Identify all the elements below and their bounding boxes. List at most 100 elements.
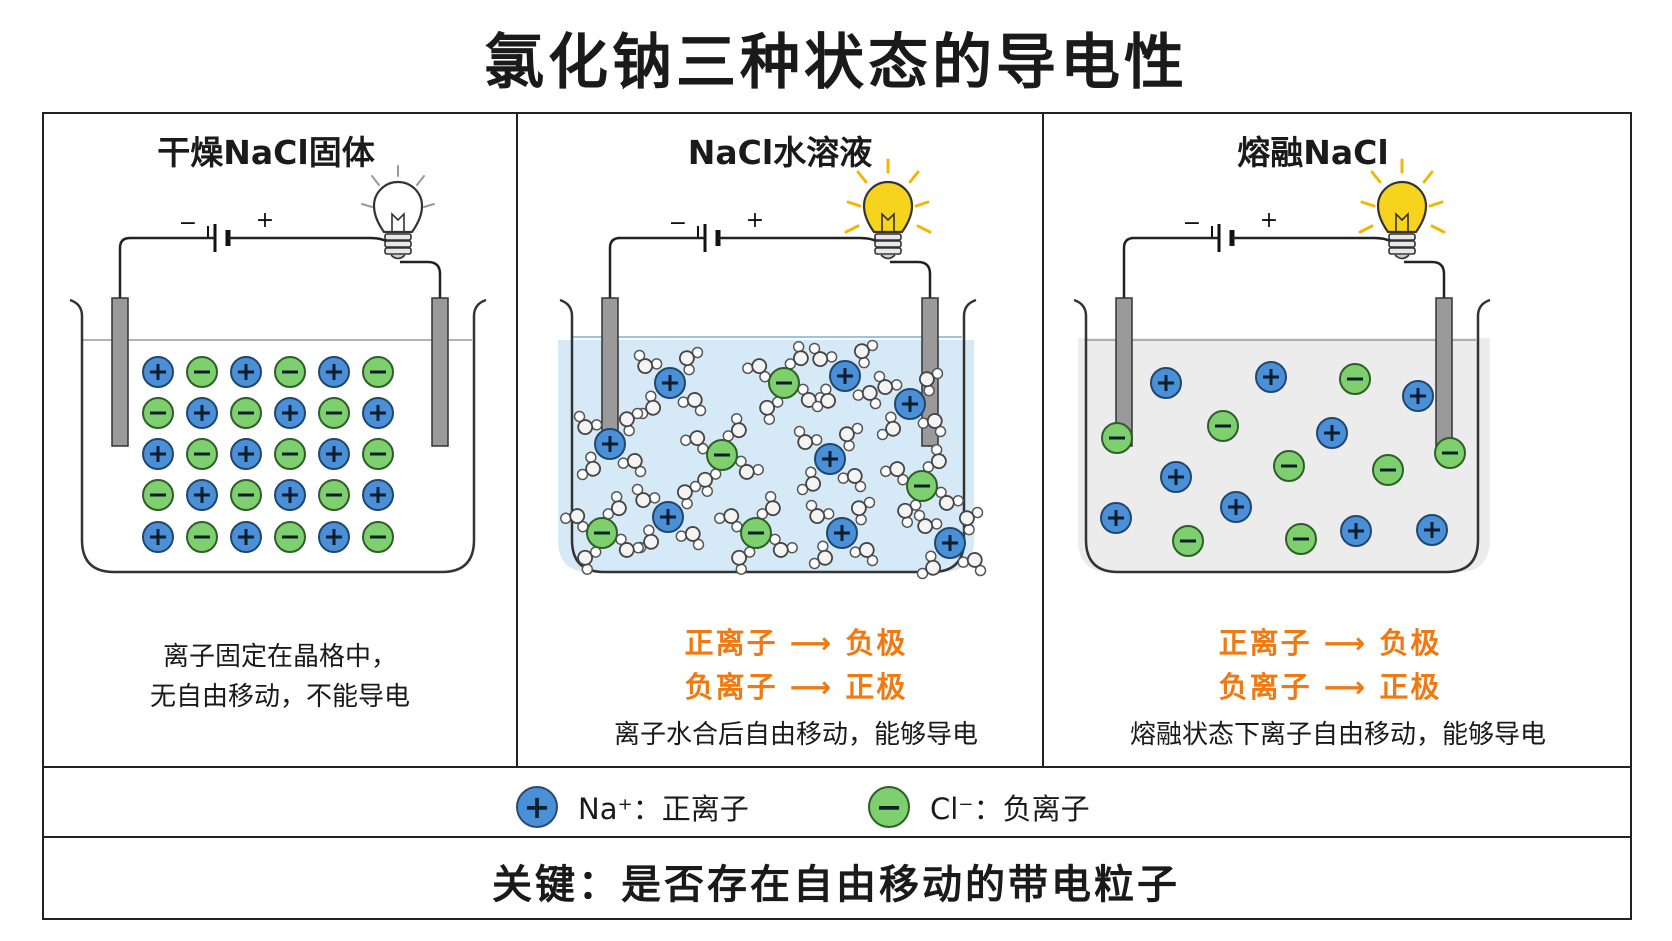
anion-icon [273, 437, 307, 471]
anion-icon [361, 355, 395, 389]
anion-icon [185, 437, 219, 471]
cation-icon [141, 520, 175, 554]
electrode-right [431, 297, 449, 447]
wire [1404, 260, 1446, 298]
panel-drawing-1: −+ [557, 158, 992, 585]
cation-icon [361, 478, 395, 512]
panel-title-solution: NaCl水溶液 [687, 133, 873, 172]
cation-icon [653, 366, 687, 400]
anion-icon [705, 438, 739, 472]
key-point: 关键：是否存在自由移动的带电粒子 [492, 862, 1180, 908]
anion-icon [141, 396, 175, 430]
anion-icon [185, 355, 219, 389]
anion-icon [273, 355, 307, 389]
battery-minus-label: − [1183, 211, 1201, 236]
anion-icon [1171, 524, 1205, 558]
anion-icon [1100, 421, 1134, 455]
cation-icon [1401, 379, 1435, 413]
panel-divider [1042, 112, 1044, 766]
wire [890, 260, 932, 298]
anion-icon [739, 516, 773, 550]
cation-icon [1315, 416, 1349, 450]
caption-solution: 离子水合后自由移动，能够导电 [613, 720, 978, 750]
caption-molten: 熔融状态下离子自由移动，能够导电 [1129, 720, 1546, 750]
battery-plus-label: + [256, 208, 274, 233]
cation-icon [825, 516, 859, 550]
legend-item-cation: + Na⁺：正离子 [516, 782, 749, 832]
panel-title-solid: 干燥NaCl固体 [157, 133, 375, 172]
wire [400, 260, 442, 298]
wire [118, 236, 215, 300]
legend-item-anion: − Cl⁻：负离子 [868, 782, 1090, 832]
anion-icon [1371, 453, 1405, 487]
lit-bulb-icon [1376, 180, 1428, 234]
beaker [559, 298, 977, 574]
electrode-left [111, 297, 129, 447]
cation-icon [141, 355, 175, 389]
cation-icon [273, 478, 307, 512]
page-title: 氯化钠三种状态的导电性 [484, 28, 1188, 98]
panel-divider [516, 112, 518, 766]
anion-icon [905, 469, 939, 503]
legend-label-cation: Na⁺：正离子 [578, 792, 749, 826]
cation-icon [317, 437, 351, 471]
wire [608, 236, 705, 300]
flow-cation-molten: 正离子 ⟶ 负极 [1218, 626, 1442, 660]
cation-icon [229, 437, 263, 471]
key-divider [42, 836, 1632, 838]
anion-icon [767, 366, 801, 400]
cation-icon [141, 437, 175, 471]
wire [1232, 236, 1400, 253]
anion-icon [141, 478, 175, 512]
panel-drawing-0: −+ [69, 165, 487, 574]
anion-icon: − [868, 786, 910, 828]
caption-solid-line-2: 无自由移动，不能导电 [149, 682, 410, 712]
battery-minus-label: − [669, 211, 687, 236]
anion-icon [1206, 409, 1240, 443]
cation-icon [651, 500, 685, 534]
cation-icon [185, 396, 219, 430]
anion-icon [361, 520, 395, 554]
cation-icon [229, 355, 263, 389]
lit-bulb-icon [862, 180, 914, 234]
wire [228, 236, 396, 253]
cation-icon [1099, 501, 1133, 535]
anion-icon [1433, 436, 1467, 470]
caption-solid-line-1: 离子固定在晶格中， [162, 642, 397, 672]
anion-icon [1338, 362, 1372, 396]
wire [1122, 236, 1219, 300]
cation-icon [1254, 360, 1288, 394]
cation-icon [1149, 366, 1183, 400]
cation-icon [317, 355, 351, 389]
cation-icon [893, 387, 927, 421]
cation-icon [273, 396, 307, 430]
cation-icon [593, 427, 627, 461]
cation-icon [185, 478, 219, 512]
wire [718, 236, 886, 253]
panel-title-molten: 熔融NaCl [1237, 133, 1389, 172]
anion-icon [317, 478, 351, 512]
anion-icon [273, 520, 307, 554]
electrode-right [1435, 297, 1453, 447]
cation-icon [229, 520, 263, 554]
diagram-frame [42, 112, 1632, 920]
battery-plus-label: + [746, 208, 764, 233]
legend-label-anion: Cl⁻：负离子 [930, 792, 1090, 826]
panel-drawing-2: −+ [1073, 158, 1491, 574]
cation-icon [1159, 460, 1193, 494]
conductivity-diagram: −+−+−+ [69, 158, 1491, 585]
legend: + Na⁺：正离子 − Cl⁻：负离子 [0, 782, 1672, 832]
unlit-bulb-icon [372, 180, 424, 234]
anion-icon [585, 516, 619, 550]
cation-icon [361, 396, 395, 430]
anion-icon [361, 437, 395, 471]
flow-cation-solution: 正离子 ⟶ 负极 [684, 626, 908, 660]
cation-icon [933, 526, 967, 560]
cation-icon: + [516, 786, 558, 828]
cation-icon [1219, 490, 1253, 524]
battery-plus-label: + [1260, 208, 1278, 233]
anion-icon [229, 396, 263, 430]
anion-icon [229, 478, 263, 512]
cation-icon [317, 520, 351, 554]
flow-anion-solution: 负离子 ⟶ 正极 [684, 670, 908, 704]
